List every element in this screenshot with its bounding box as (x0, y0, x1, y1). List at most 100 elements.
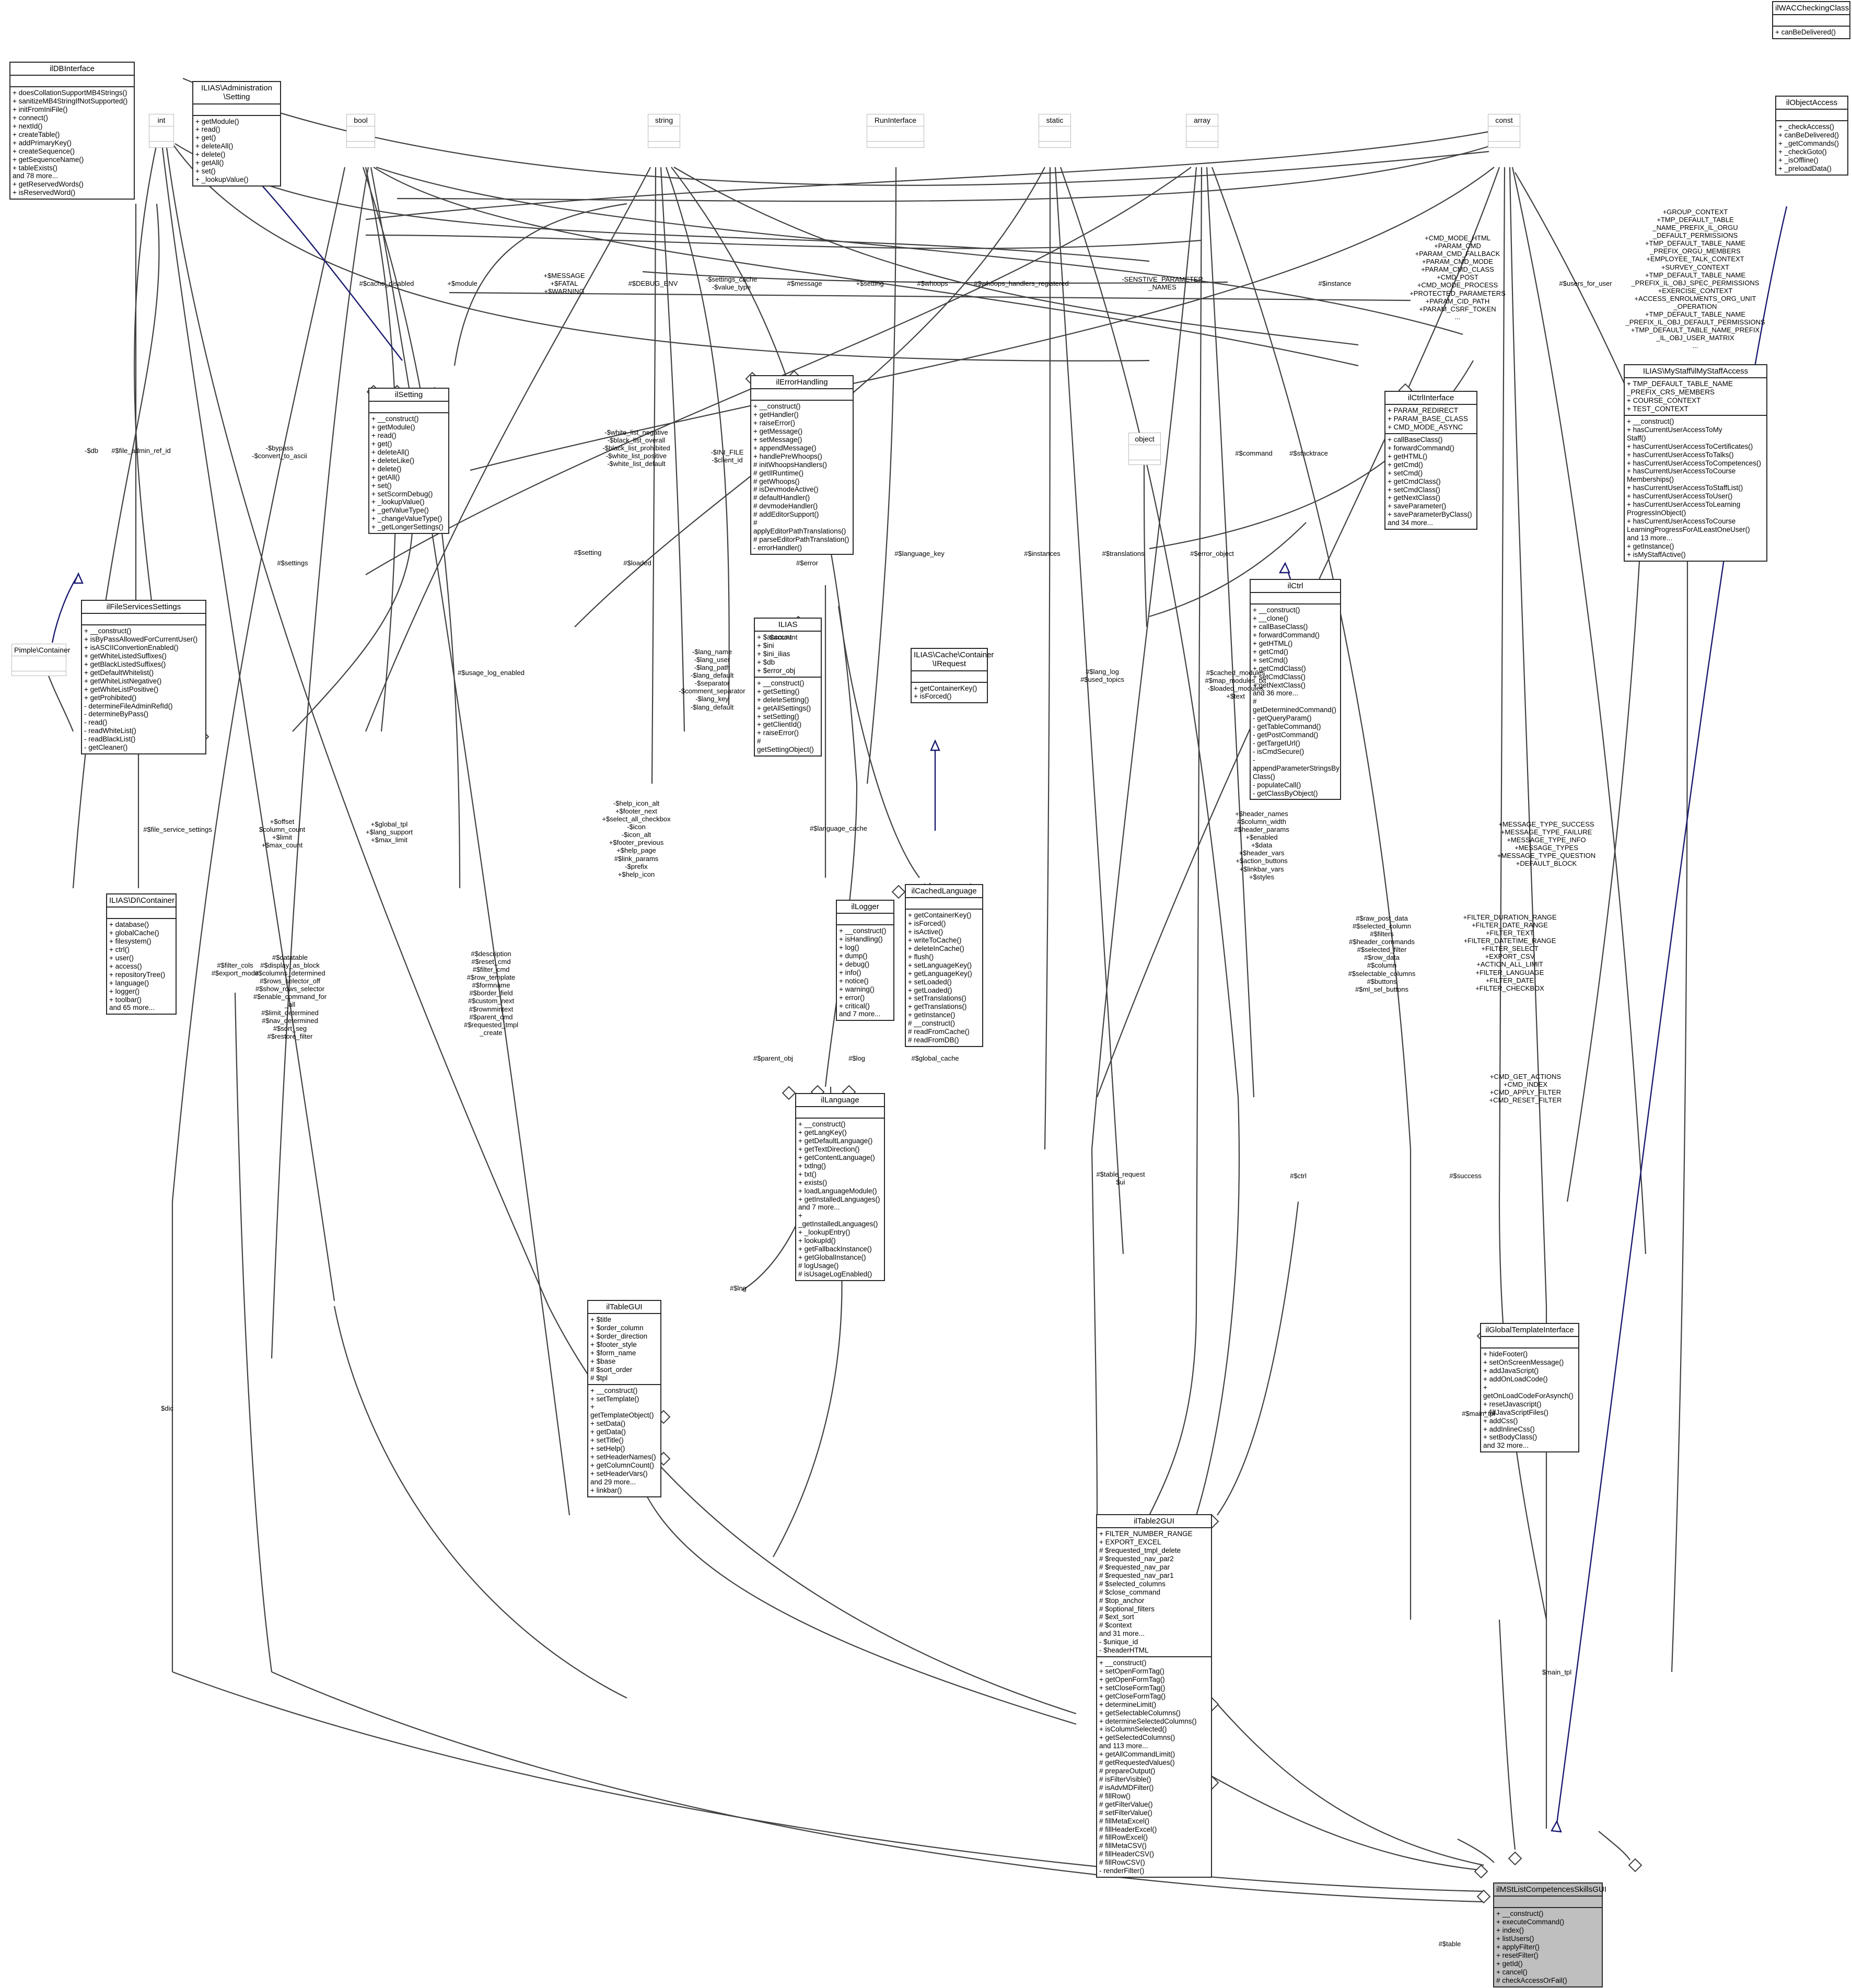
edge-label: #$settings (277, 559, 308, 567)
class-node-ilCachedLanguage[interactable]: ilCachedLanguage + getContainerKey() + i… (905, 884, 983, 1047)
edge-label: #$whoops (917, 280, 948, 287)
edge-label: #$file_admin_ref_id (111, 447, 171, 455)
edge-label: #$instance (1318, 280, 1352, 287)
edge-label: +MESSAGE_TYPE_SUCCESS +MESSAGE_TYPE_FAIL… (1497, 820, 1596, 868)
class-attributes (82, 614, 205, 626)
type-title: const (1488, 114, 1520, 127)
edge-label: #$datatable #$display_as_block #$columns… (253, 954, 327, 1040)
class-node-pimple-container[interactable]: Pimple\Container (11, 644, 70, 676)
class-attributes (1773, 15, 1849, 27)
edge-label: #$setting (574, 549, 602, 556)
edge-label: #$error (796, 559, 818, 567)
class-node-ilias-administration-setting[interactable]: ILIAS\Administration \Setting + getModul… (192, 81, 281, 187)
type-operations (1129, 460, 1160, 475)
class-title: ilDBInterface (10, 63, 134, 76)
edge-label: +CMD_MODE_HTML +PARAM_CMD +PARAM_CMD_FAL… (1410, 234, 1506, 321)
class-node-ilObjectAccess[interactable]: ilObjectAccess + _checkAccess() + canBeD… (1775, 96, 1848, 176)
type-attributes (149, 126, 173, 142)
class-title: ilGlobalTemplateInterface (1481, 1324, 1578, 1338)
class-node-ilSetting[interactable]: ilSetting + __construct() + getModule() … (368, 388, 449, 534)
class-node-ilGlobalTemplateInterface[interactable]: ilGlobalTemplateInterface + hideFooter()… (1480, 1323, 1579, 1453)
edge-label: #$cached_modules #$map_modules_txt -$loa… (1205, 669, 1266, 701)
type-operations (1186, 142, 1218, 156)
type-node-static[interactable]: static (1039, 114, 1071, 148)
class-attributes (1494, 1897, 1602, 1909)
class-attributes (751, 389, 853, 401)
class-node-ilErrorHandling[interactable]: ilErrorHandling + __construct() + getHan… (750, 375, 854, 555)
edge-label: #$stacktrace (1289, 449, 1328, 457)
class-operations: + __construct() + getHandler() + raiseEr… (753, 402, 849, 552)
class-attributes (1481, 1337, 1578, 1349)
class-operations: + _checkAccess() + canBeDelivered() + _g… (1778, 123, 1839, 172)
edge-label: $dic (161, 1404, 173, 1412)
class-title: ilFileServicesSettings (82, 601, 205, 614)
class-node-ilCtrl[interactable]: ilCtrl + __construct() + __clone() + cal… (1250, 579, 1341, 800)
type-operations (1488, 142, 1520, 156)
class-attributes (369, 402, 448, 414)
class-operations: + __construct() + executeCommand() + ind… (1496, 1910, 1567, 1984)
type-title: RunInterface (867, 114, 924, 127)
class-node-ilLanguage[interactable]: ilLanguage + __construct() + getLangKey(… (795, 1093, 885, 1281)
edge-label: #$language_key (894, 550, 945, 557)
edge-label: #$table (1438, 1940, 1461, 1948)
class-node-ilCtrlInterface[interactable]: ilCtrlInterface + PARAM_REDIRECT + PARAM… (1384, 391, 1477, 530)
edge-label: #$lang_log #$used_topics (1080, 668, 1124, 684)
class-attributes (107, 908, 176, 920)
edge-label: -$white_list_negative -$black_list_overa… (602, 428, 670, 468)
type-node-RunInterface[interactable]: RunInterface (867, 114, 924, 148)
type-node-array[interactable]: array (1186, 114, 1218, 148)
class-node-ilMStListCompetencesSkillsGUI[interactable]: ilMStListCompetencesSkillsGUI + __constr… (1493, 1882, 1606, 1987)
edge-label: +$module (447, 280, 477, 287)
class-node-ilWACCheckingClass[interactable]: ilWACCheckingClass + canBeDelivered() (1772, 1, 1850, 40)
type-node-object[interactable]: object (1128, 433, 1161, 465)
class-attributes (796, 1107, 884, 1119)
type-operations (149, 142, 173, 156)
class-node-ilTableGUI[interactable]: ilTableGUI + $title + $order_column + $o… (587, 1300, 661, 1497)
class-attributes (837, 914, 893, 926)
class-node-ilias-di-container[interactable]: ILIAS\DI\Container + database() + global… (106, 893, 177, 1015)
edge-label: +CMD_GET_ACTIONS +CMD_INDEX +CMD_APPLY_F… (1489, 1073, 1562, 1105)
type-node-const[interactable]: const (1488, 114, 1520, 148)
type-node-string[interactable]: string (648, 114, 680, 148)
class-title: ilMStListCompetencesSkillsGUI (1494, 1884, 1606, 1897)
class-title: ilTableGUI (588, 1301, 660, 1315)
class-node-ilLogger[interactable]: ilLogger + __construct() + isHandling() … (836, 900, 894, 1021)
class-title: ILIAS\DI\Container (107, 894, 176, 908)
type-title: array (1186, 114, 1218, 127)
class-title: ILIAS (755, 619, 821, 632)
class-node-ilTable2GUI[interactable]: ilTable2GUI + FILTER_NUMBER_RANGE + EXPO… (1096, 1514, 1212, 1878)
class-title: ilSetting (369, 389, 448, 402)
type-attributes (1129, 445, 1160, 461)
class-operations: + __construct() + getSetting() + deleteS… (757, 679, 814, 754)
edge-label: #$whoops_handlers_registered (974, 280, 1069, 287)
class-node-ilDBInterface[interactable]: ilDBInterface + doesCollationSupportMB4S… (9, 62, 135, 200)
class-operations: + __construct() + getModule() + read() +… (371, 415, 444, 531)
class-title: ilLanguage (796, 1094, 884, 1108)
edge-label: #$parent_obj (753, 1054, 793, 1062)
type-node-bool[interactable]: bool (346, 114, 375, 148)
type-operations (347, 142, 375, 156)
class-node-ilias-cache-container-irequest[interactable]: ILIAS\Cache\Container \IRequest + getCon… (911, 648, 994, 704)
edge-label: -$INI_FILE -$client_id (710, 448, 744, 464)
class-attributes (10, 76, 134, 88)
class-node-ilFileServicesSettings[interactable]: ilFileServicesSettings + __construct() +… (81, 600, 206, 755)
class-operations: + __construct() + isByPassAllowedForCurr… (84, 627, 198, 752)
class-title: Pimple\Container (12, 644, 70, 657)
type-title: bool (347, 114, 375, 127)
edge-label: +$setting (856, 280, 884, 287)
edge-label: +$header_names #$column_width #$header_p… (1234, 810, 1289, 881)
edge-label: -SENSTIVE_PARAMETER _NAMES (1122, 275, 1203, 292)
class-node-ILIAS[interactable]: ILIAS + $account + $ini + $ini_ilias + $… (754, 618, 822, 757)
class-attributes: + FILTER_NUMBER_RANGE + EXPORT_EXCEL # $… (1097, 1528, 1211, 1658)
edge-label: #$ctrl (1290, 1172, 1307, 1180)
class-node-ilMyStaffAccess[interactable]: ILIAS\MyStaff\ilMyStaffAccess + TMP_DEFA… (1624, 364, 1767, 562)
type-node-int[interactable]: int (149, 114, 174, 148)
type-title: static (1039, 114, 1070, 127)
edge-label: #$translations (1102, 550, 1145, 557)
class-attributes: + TMP_DEFAULT_TABLE_NAME _PREFIX_CRS_MEM… (1625, 378, 1766, 416)
type-attributes (347, 126, 375, 142)
class-operations: + database() + globalCache() + filesyste… (109, 921, 166, 1012)
edge-label: #$DEBUG_ENV (628, 280, 678, 287)
class-attributes: + PARAM_REDIRECT + PARAM_BASE_CLASS + CM… (1385, 405, 1476, 435)
type-title: string (648, 114, 680, 127)
